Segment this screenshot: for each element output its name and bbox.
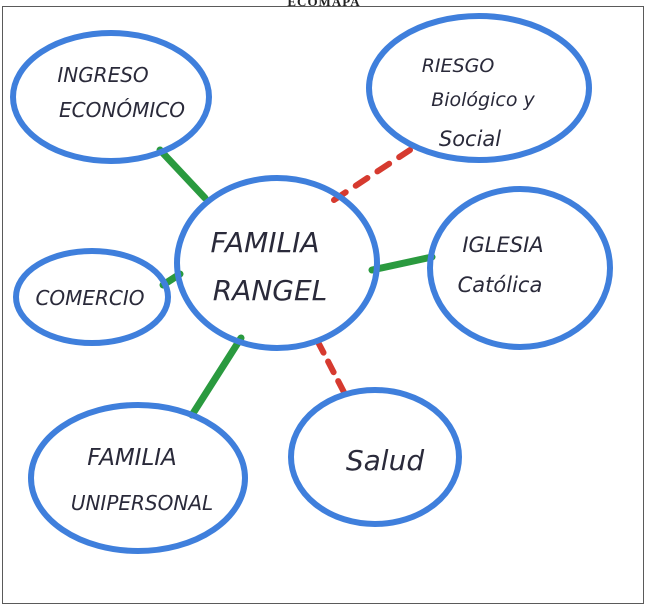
node-circle-familia-unipersonal [28, 402, 248, 554]
node-circle-comercio [13, 248, 171, 346]
node-circle-iglesia [427, 186, 613, 350]
node-circle-ingreso [10, 30, 212, 164]
connector-iglesia [368, 253, 436, 274]
iglesia-label-line-1: IGLESIA [462, 233, 543, 257]
center-label-line-2: RANGEL [213, 274, 328, 307]
node-circle-riesgo [366, 13, 592, 163]
diagram-frame [2, 6, 644, 604]
connector-salud [315, 339, 351, 403]
riesgo-label-line-3: Social [439, 127, 501, 151]
connector-ingreso [156, 146, 209, 202]
salud-label: Salud [346, 444, 424, 477]
connector-familia-unipersonal [188, 334, 245, 419]
comercio-label: COMERCIO [35, 286, 144, 310]
familia-unipersonal-label-line-1: FAMILIA [87, 445, 177, 471]
familia-unipersonal-label-line-2: UNIPERSONAL [71, 491, 213, 515]
node-circle-salud [288, 387, 462, 527]
connector-riesgo [331, 147, 413, 203]
center-label-line-1: FAMILIA [210, 226, 319, 259]
node-circle-center [174, 175, 380, 351]
iglesia-label-line-2: Católica [458, 273, 543, 297]
riesgo-label-line-2: Biológico y [431, 89, 535, 111]
ingreso-label-line-2: ECONÓMICO [59, 98, 185, 122]
ingreso-label-line-1: INGRESO [57, 63, 148, 87]
riesgo-label-line-1: RIESGO [422, 55, 495, 77]
diagram-title: ECOMAPA [287, 0, 361, 9]
